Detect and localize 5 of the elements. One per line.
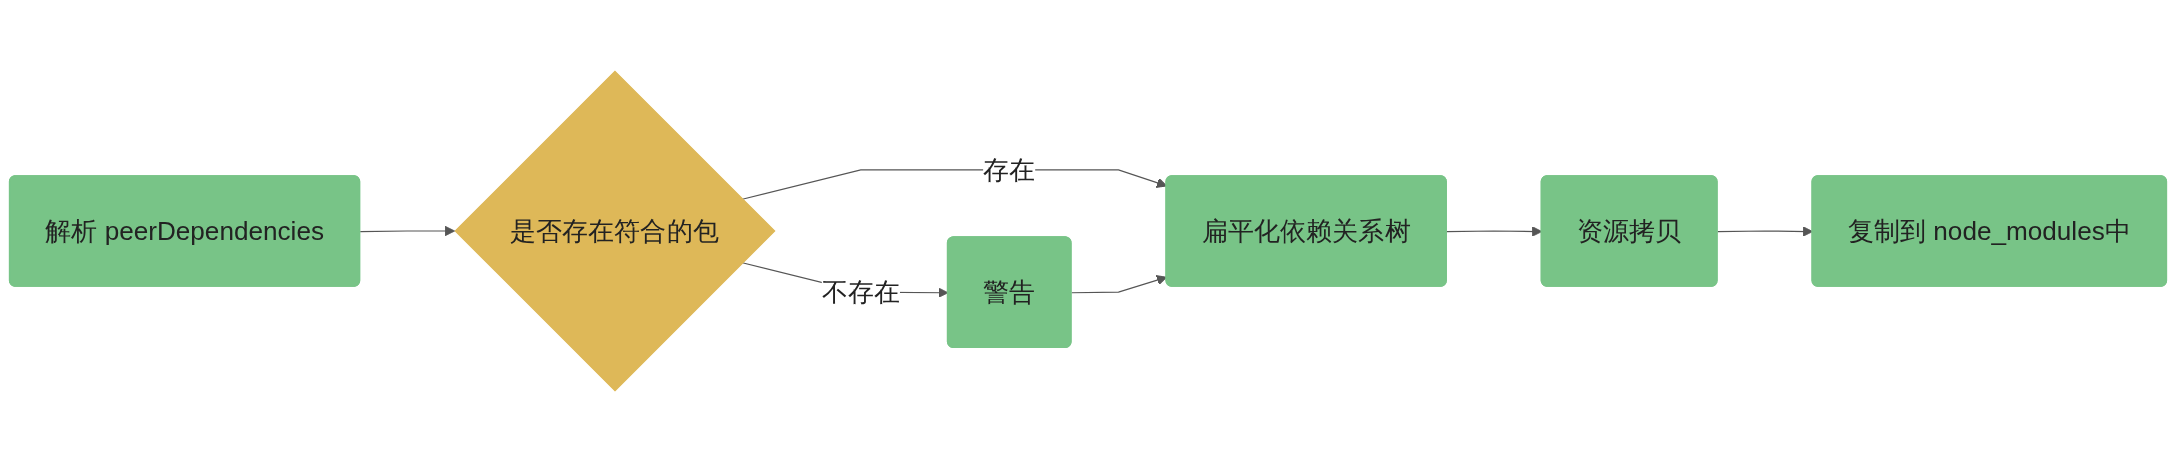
edge-label: 存在 bbox=[983, 154, 1036, 185]
arrow bbox=[359, 225, 456, 237]
node-diamond: 是否存在符合的包 bbox=[454, 70, 776, 392]
edge-label: 不存在 bbox=[821, 277, 900, 308]
arrow bbox=[1071, 275, 1168, 294]
